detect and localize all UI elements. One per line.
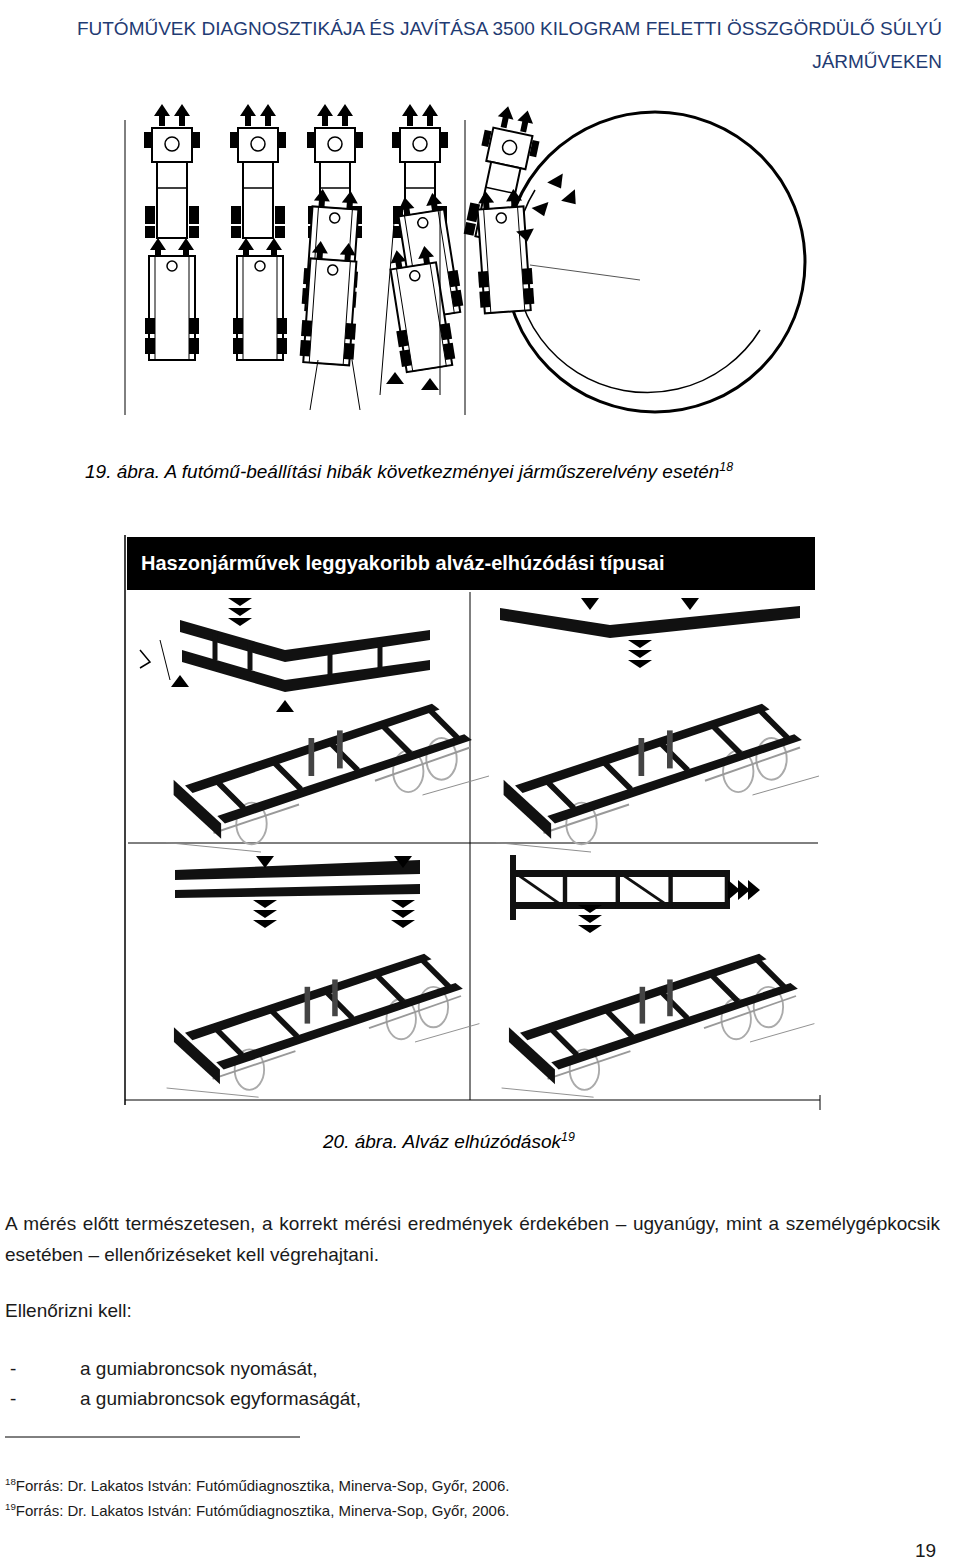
list-item: a gumiabroncsok egyformaságát, <box>80 1385 361 1412</box>
list-dash-text: - <box>10 1388 16 1409</box>
body-paragraph: A mérés előtt természetesen, a korrekt m… <box>5 1208 940 1270</box>
figure-caption: 19. ábra. A futómű-beállítási hibák köve… <box>85 458 733 485</box>
list-dash: - <box>10 1355 16 1382</box>
footnote-rule <box>5 1437 300 1438</box>
footnote-mark: 18 <box>5 1476 16 1487</box>
body-text: Ellenőrizni kell: <box>5 1297 132 1324</box>
figure-19 <box>125 102 805 415</box>
band-text: Haszonjárművek leggyakoribb alváz-elhúzó… <box>141 537 801 590</box>
footnote-text: Forrás: Dr. Lakatos István: Futóműdiagno… <box>16 1477 510 1494</box>
footnote: 19Forrás: Dr. Lakatos István: Futóműdiag… <box>5 1500 509 1521</box>
page-number-text: 19 <box>915 1540 936 1561</box>
running-header: FUTÓMŰVEK DIAGNOSZTIKÁJA ÉS JAVÍTÁSA 350… <box>30 12 942 78</box>
footnote-mark: 18 <box>719 460 733 474</box>
body-text-text: Ellenőrizni kell: <box>5 1300 132 1321</box>
figure-caption-text: 20. ábra. Alváz elhúzódások <box>323 1131 561 1152</box>
page-number: 19 <box>915 1537 936 1562</box>
footnote: 18Forrás: Dr. Lakatos István: Futóműdiag… <box>5 1475 509 1496</box>
figure-caption: 20. ábra. Alváz elhúzódások19 <box>323 1128 575 1155</box>
list-item: a gumiabroncsok nyomását, <box>80 1355 318 1382</box>
list-item-text: a gumiabroncsok nyomását, <box>80 1358 318 1379</box>
body-paragraph-text: A mérés előtt természetesen, a korrekt m… <box>5 1213 940 1265</box>
title-band: Haszonjárművek leggyakoribb alváz-elhúzó… <box>127 537 815 590</box>
list-dash: - <box>10 1385 16 1412</box>
figure-caption-text: 19. ábra. A futómű-beállítási hibák köve… <box>85 461 719 482</box>
list-item-text: a gumiabroncsok egyformaságát, <box>80 1388 361 1409</box>
footnote-mark: 19 <box>5 1501 16 1512</box>
footnote-mark: 19 <box>561 1130 575 1144</box>
list-dash-text: - <box>10 1358 16 1379</box>
figure-20 <box>125 535 820 1110</box>
footnote-text: Forrás: Dr. Lakatos István: Futóműdiagno… <box>16 1502 510 1519</box>
running-header-text: FUTÓMŰVEK DIAGNOSZTIKÁJA ÉS JAVÍTÁSA 350… <box>77 18 942 72</box>
